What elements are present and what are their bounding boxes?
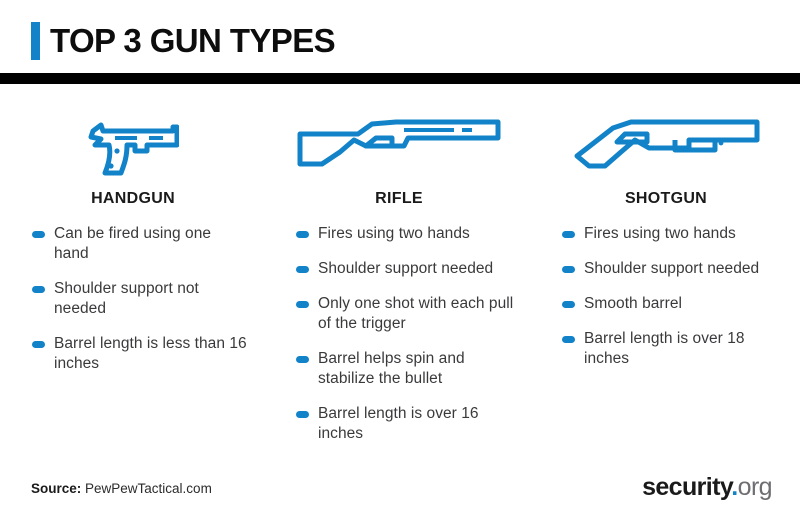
bullet-marker-icon: [562, 266, 575, 273]
shotgun-icon: [550, 108, 782, 186]
page-title: TOP 3 GUN TYPES: [50, 22, 336, 59]
column-heading-rifle: RIFLE: [375, 190, 423, 207]
list-item: Can be fired using one hand: [32, 224, 248, 264]
bullet-marker-icon: [562, 231, 575, 238]
header: TOP 3 GUN TYPES: [0, 0, 800, 74]
list-item: Barrel length is less than 16 inches: [32, 334, 248, 374]
footer: Source: PewPewTactical.com security.org: [0, 461, 800, 523]
bullet-text: Fires using two hands: [318, 225, 470, 242]
bullet-text: Shoulder support needed: [318, 260, 494, 277]
source-label: Source:: [31, 481, 82, 496]
bullet-text: Barrel length is over 18 inches: [584, 330, 745, 367]
bullet-text: Barrel length is less than 16 inches: [54, 335, 247, 372]
bullet-text: Only one shot with each pull of the trig…: [318, 295, 514, 332]
rifle-icon: [284, 108, 514, 186]
bullet-list-handgun: Can be fired using one hand Shoulder sup…: [32, 224, 248, 374]
list-item: Barrel length is over 16 inches: [296, 404, 514, 444]
gun-type-columns: HANDGUN Can be fired using one hand Shou…: [0, 108, 800, 458]
list-item: Shoulder support needed: [296, 259, 514, 279]
bullet-marker-icon: [296, 266, 309, 273]
bullet-list-rifle: Fires using two hands Shoulder support n…: [296, 224, 514, 444]
bullet-text: Smooth barrel: [584, 295, 683, 312]
logo-name: security: [642, 473, 732, 501]
bullet-marker-icon: [296, 231, 309, 238]
column-heading-shotgun: SHOTGUN: [624, 190, 708, 207]
bullet-marker-icon: [296, 411, 309, 418]
logo-tld: org: [737, 473, 773, 501]
bullet-text: Fires using two hands: [584, 225, 736, 242]
handgun-icon: [18, 108, 248, 186]
list-item: Barrel helps spin and stabilize the bull…: [296, 349, 514, 389]
column-rifle: RIFLE Fires using two hands Shoulder sup…: [266, 108, 532, 458]
bullet-text: Shoulder support needed: [584, 260, 760, 277]
source-credit: Source: PewPewTactical.com: [31, 481, 212, 496]
list-item: Fires using two hands: [562, 224, 782, 244]
list-item: Fires using two hands: [296, 224, 514, 244]
bullet-marker-icon: [32, 231, 45, 238]
bullet-marker-icon: [562, 336, 575, 343]
bullet-text: Shoulder support not needed: [54, 280, 199, 317]
source-value: PewPewTactical.com: [81, 481, 212, 496]
list-item: Smooth barrel: [562, 294, 782, 314]
title-accent-bar: [31, 22, 40, 60]
bullet-text: Barrel helps spin and stabilize the bull…: [318, 350, 465, 387]
column-heading-handgun: HANDGUN: [91, 190, 175, 207]
column-handgun: HANDGUN Can be fired using one hand Shou…: [0, 108, 266, 458]
bullet-list-shotgun: Fires using two hands Shoulder support n…: [562, 224, 782, 369]
list-item: Shoulder support needed: [562, 259, 782, 279]
list-item: Only one shot with each pull of the trig…: [296, 294, 514, 334]
bullet-marker-icon: [32, 341, 45, 348]
security-org-logo[interactable]: security.org: [642, 473, 773, 502]
bullet-text: Can be fired using one hand: [54, 225, 212, 262]
header-divider: [0, 73, 800, 84]
bullet-marker-icon: [32, 286, 45, 293]
logo-dot: .: [731, 473, 738, 501]
bullet-text: Barrel length is over 16 inches: [318, 405, 479, 442]
bullet-marker-icon: [562, 301, 575, 308]
list-item: Shoulder support not needed: [32, 279, 248, 319]
bullet-marker-icon: [296, 356, 309, 363]
bullet-marker-icon: [296, 301, 309, 308]
column-shotgun: SHOTGUN Fires using two hands Shoulder s…: [532, 108, 800, 458]
list-item: Barrel length is over 18 inches: [562, 329, 782, 369]
